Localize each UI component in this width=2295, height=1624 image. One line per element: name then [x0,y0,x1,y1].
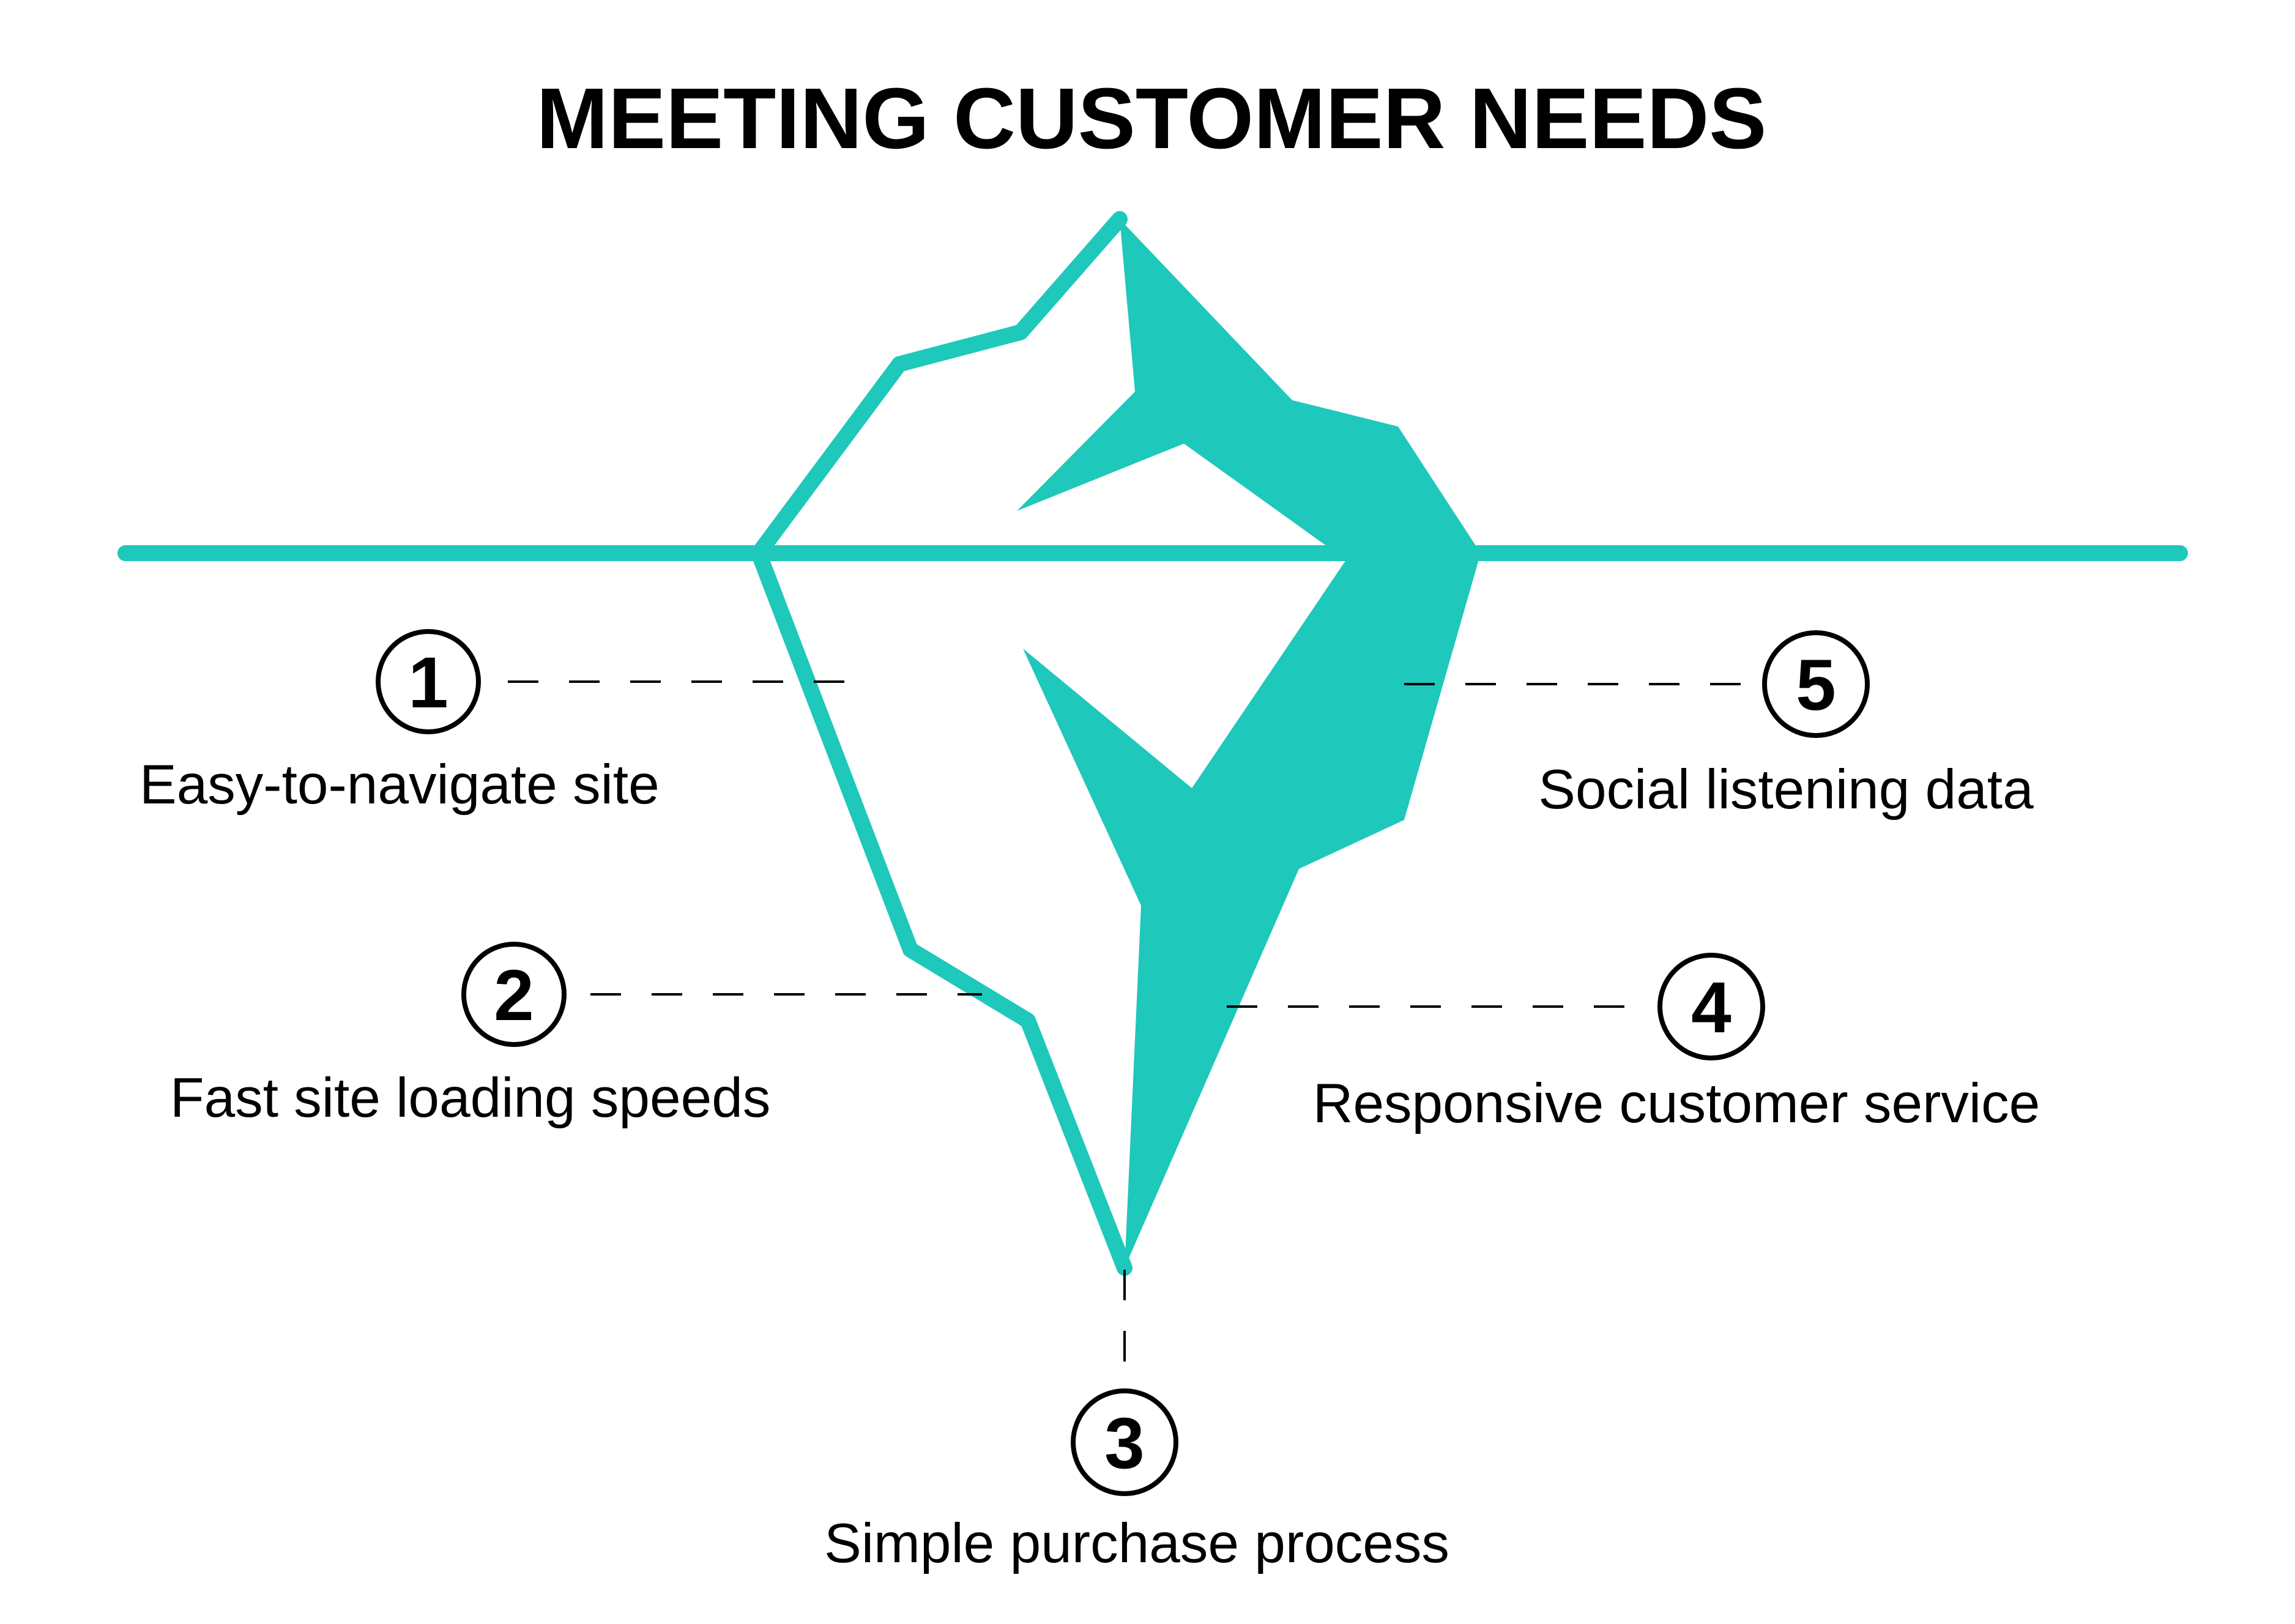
label-fast-site-loading-speeds: Fast site loading speeds [170,1067,770,1129]
iceberg-shaded-side [1017,219,1481,1268]
number-3: 3 [1104,1403,1145,1484]
number-badge-3 [1071,1388,1178,1496]
item-3: 3 Simple purchase process [824,1388,1449,1574]
number-badge-1 [376,629,481,734]
item-2: 2 Fast site loading speeds [170,942,770,1129]
label-responsive-customer-service: Responsive customer service [1313,1073,2040,1134]
number-4: 4 [1691,967,1731,1048]
label-easy-to-navigate-site: Easy-to-navigate site [139,754,660,816]
page-title: MEETING CUSTOMER NEEDS [537,70,1767,166]
item-1: 1 Easy-to-navigate site [139,629,660,816]
number-badge-2 [461,942,567,1047]
item-4: 4 Responsive customer service [1313,953,2040,1134]
number-5: 5 [1796,645,1836,726]
item-5: 5 Social listening data [1538,630,2034,821]
label-social-listening-data: Social listening data [1538,759,2034,821]
number-badge-4 [1657,953,1765,1060]
number-2: 2 [494,955,534,1036]
label-simple-purchase-process: Simple purchase process [824,1513,1449,1574]
number-1: 1 [408,643,448,723]
number-badge-5 [1762,630,1870,738]
